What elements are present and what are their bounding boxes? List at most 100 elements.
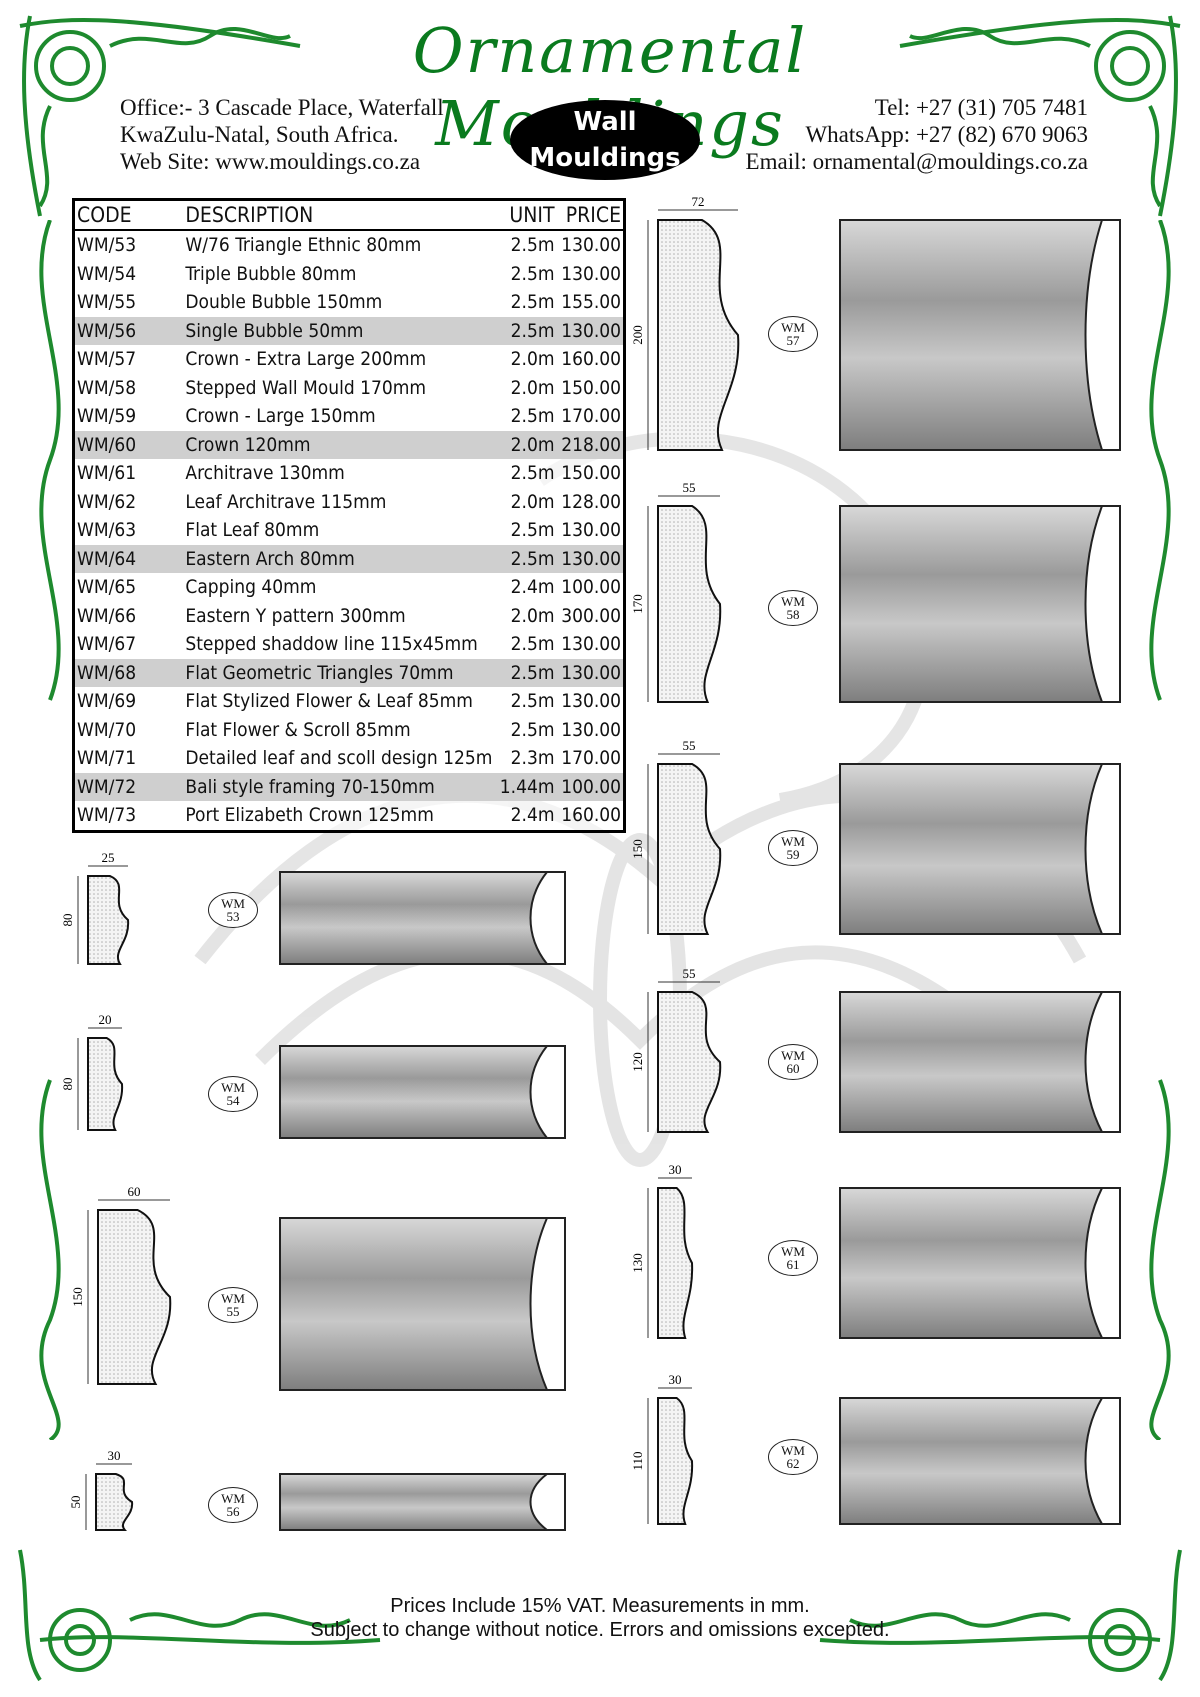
office-address: Office:- 3 Cascade Place, Waterfall KwaZ… bbox=[120, 94, 444, 175]
product-code-prefix: WM bbox=[781, 594, 805, 609]
cell-code: WM/57 bbox=[77, 348, 137, 371]
cell-price: 130.00 bbox=[561, 633, 621, 656]
cell-price: 150.00 bbox=[561, 462, 621, 485]
badge-line: Wall bbox=[573, 107, 637, 137]
cell-description: Flat Geometric Triangles 70mm bbox=[183, 658, 495, 687]
cell-price: 130.00 bbox=[556, 544, 623, 573]
cell-unit: 2.4m bbox=[510, 804, 555, 827]
cell-description: Leaf Architrave 115mm bbox=[185, 490, 387, 513]
cell-price: 128.00 bbox=[561, 490, 621, 513]
col-header-description: DESCRIPTION bbox=[183, 201, 495, 231]
left-vine-ornament bbox=[39, 220, 61, 1440]
cell-price: 155.00 bbox=[561, 291, 621, 314]
cell-code: WM/68 bbox=[75, 658, 184, 687]
height-dimension-label: 50 bbox=[68, 1496, 83, 1509]
cell-code: WM/60 bbox=[75, 430, 184, 459]
cell-unit: 2.0m bbox=[510, 376, 555, 399]
cell-unit: 2.5m bbox=[510, 718, 555, 741]
cell-description: Crown 120mm bbox=[183, 430, 495, 459]
photo-end-profile bbox=[529, 871, 566, 965]
product-code-prefix: WM bbox=[221, 896, 245, 911]
cell-description: Stepped shaddow line 115x45mm bbox=[185, 633, 478, 656]
cell-unit: 2.5m bbox=[494, 658, 557, 687]
moulding-photo bbox=[279, 1217, 566, 1391]
cell-price: 218.00 bbox=[556, 430, 623, 459]
cell-price: 160.00 bbox=[561, 804, 621, 827]
cell-unit: 2.0m bbox=[494, 430, 557, 459]
cell-price: 130.00 bbox=[556, 658, 623, 687]
cell-description: Stepped Wall Mould 170mm bbox=[185, 376, 427, 399]
product-code-prefix: WM bbox=[221, 1291, 245, 1306]
moulding-photo bbox=[279, 871, 566, 965]
profile-cross-section bbox=[657, 505, 722, 703]
col-header-code: CODE bbox=[75, 201, 184, 231]
office-line: KwaZulu-Natal, South Africa. bbox=[120, 122, 399, 147]
height-dimension-label: 110 bbox=[630, 1451, 645, 1470]
cell-description: Flat Stylized Flower & Leaf 85mm bbox=[185, 690, 473, 713]
cell-unit: 2.3m bbox=[510, 747, 555, 770]
height-dimension-label: 200 bbox=[630, 325, 645, 345]
cell-code: WM/63 bbox=[77, 519, 137, 542]
product-code-number: 55 bbox=[226, 1304, 240, 1319]
cell-code: WM/56 bbox=[75, 316, 184, 345]
width-dimension-label: 60 bbox=[128, 1184, 141, 1199]
moulding-photo bbox=[279, 1045, 566, 1139]
product-code-prefix: WM bbox=[781, 834, 805, 849]
cell-description: Single Bubble 50mm bbox=[183, 316, 495, 345]
cell-code: WM/69 bbox=[77, 690, 137, 713]
product-code-number: 60 bbox=[786, 1061, 800, 1076]
cell-description: Eastern Arch 80mm bbox=[183, 544, 495, 573]
profile-cross-section bbox=[657, 763, 722, 935]
profile-cross-section bbox=[97, 1209, 172, 1385]
footer-line: Prices Include 15% VAT. Measurements in … bbox=[390, 1595, 810, 1617]
cell-price: 300.00 bbox=[561, 604, 621, 627]
cell-price: 170.00 bbox=[561, 405, 621, 428]
product-code-prefix: WM bbox=[781, 1048, 805, 1063]
cell-description: Crown - Extra Large 200mm bbox=[185, 348, 427, 371]
cell-code: WM/70 bbox=[77, 718, 137, 741]
height-dimension-label: 120 bbox=[630, 1052, 645, 1072]
cell-unit: 1.44m bbox=[494, 772, 557, 801]
right-vine-ornament bbox=[1149, 220, 1171, 1440]
width-dimension-label: 55 bbox=[683, 738, 696, 753]
cell-unit: 2.5m bbox=[510, 633, 555, 656]
moulding-photo bbox=[839, 763, 1121, 935]
product-code-number: 53 bbox=[226, 909, 240, 924]
cell-code: WM/62 bbox=[77, 490, 137, 513]
profile-cross-section bbox=[87, 1037, 124, 1131]
product-code-number: 61 bbox=[786, 1257, 800, 1272]
photo-end-profile bbox=[1084, 991, 1121, 1133]
profile-cross-section bbox=[657, 219, 740, 451]
photo-end-profile bbox=[1084, 219, 1121, 451]
photo-end-profile bbox=[1084, 1187, 1121, 1339]
cell-price: 130.00 bbox=[561, 718, 621, 741]
cell-code: WM/67 bbox=[77, 633, 137, 656]
cell-description: Port Elizabeth Crown 125mm bbox=[185, 804, 434, 827]
cell-code: WM/61 bbox=[77, 462, 137, 485]
cell-unit: 2.5m bbox=[510, 262, 555, 285]
cell-description: W/76 Triangle Ethnic 80mm bbox=[185, 234, 422, 257]
cell-description: Flat Leaf 80mm bbox=[185, 519, 320, 542]
cell-unit: 2.0m bbox=[510, 604, 555, 627]
col-header-price: PRICE bbox=[556, 201, 623, 231]
cell-unit: 2.5m bbox=[510, 291, 555, 314]
height-dimension-label: 80 bbox=[60, 1078, 75, 1091]
website-line: Web Site: www.mouldings.co.za bbox=[120, 149, 421, 174]
cell-price: 170.00 bbox=[561, 747, 621, 770]
cell-unit: 2.5m bbox=[510, 405, 555, 428]
cell-price: 130.00 bbox=[561, 262, 621, 285]
cell-price: 160.00 bbox=[561, 348, 621, 371]
